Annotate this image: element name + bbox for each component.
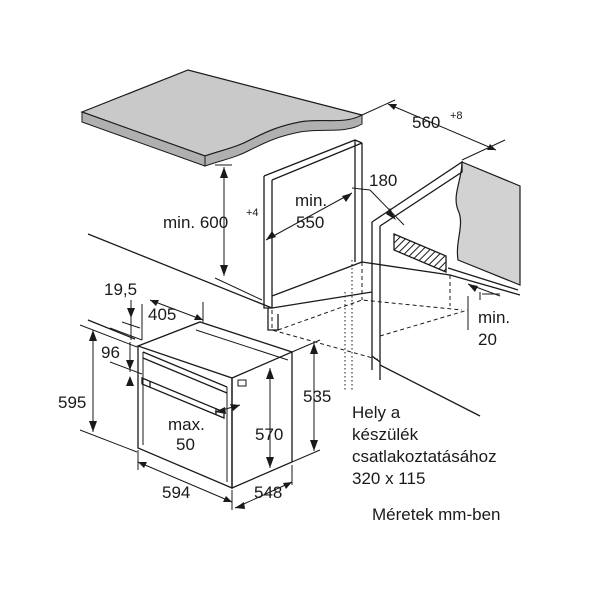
label-min-600-tolerance: +4 [246, 207, 259, 219]
units-note: Méretek mm-ben [372, 505, 500, 524]
label-min-550-value: 550 [296, 213, 324, 232]
connection-note: Hely a készülék csatlakoztatásához 320 x… [352, 403, 497, 488]
label-594: 594 [162, 483, 190, 502]
note-line-1: Hely a [352, 403, 401, 422]
label-96: 96 [101, 343, 120, 362]
label-min-600: min. 600 [163, 213, 228, 232]
label-max-50-value: 50 [176, 435, 195, 454]
note-line-3: csatlakoztatásához [352, 447, 497, 466]
label-405: 405 [148, 305, 176, 324]
label-19-5: 19,5 [104, 280, 137, 299]
dimension-lines [79, 99, 506, 510]
label-560-tolerance: +8 [450, 110, 463, 122]
label-570: 570 [255, 425, 283, 444]
note-line-4: 320 x 115 [352, 469, 425, 488]
right-worktop [455, 161, 521, 286]
connection-area [393, 233, 447, 273]
label-max-50-prefix: max. [168, 415, 205, 434]
label-min-20-prefix: min. [478, 308, 510, 327]
label-180: 180 [369, 171, 397, 190]
dimension-labels: 560 +8 180 min. 600 +4 min. 550 min. 20 … [58, 110, 510, 502]
note-line-2: készülék [352, 425, 419, 444]
floor-lines [87, 233, 481, 417]
countertop [80, 69, 364, 167]
label-min-550-prefix: min. [295, 191, 327, 210]
hidden-lines [271, 260, 469, 390]
label-560: 560 [412, 113, 440, 132]
label-min-20-value: 20 [478, 330, 497, 349]
label-535: 535 [303, 387, 331, 406]
label-548: 548 [254, 483, 282, 502]
label-595: 595 [58, 393, 86, 412]
